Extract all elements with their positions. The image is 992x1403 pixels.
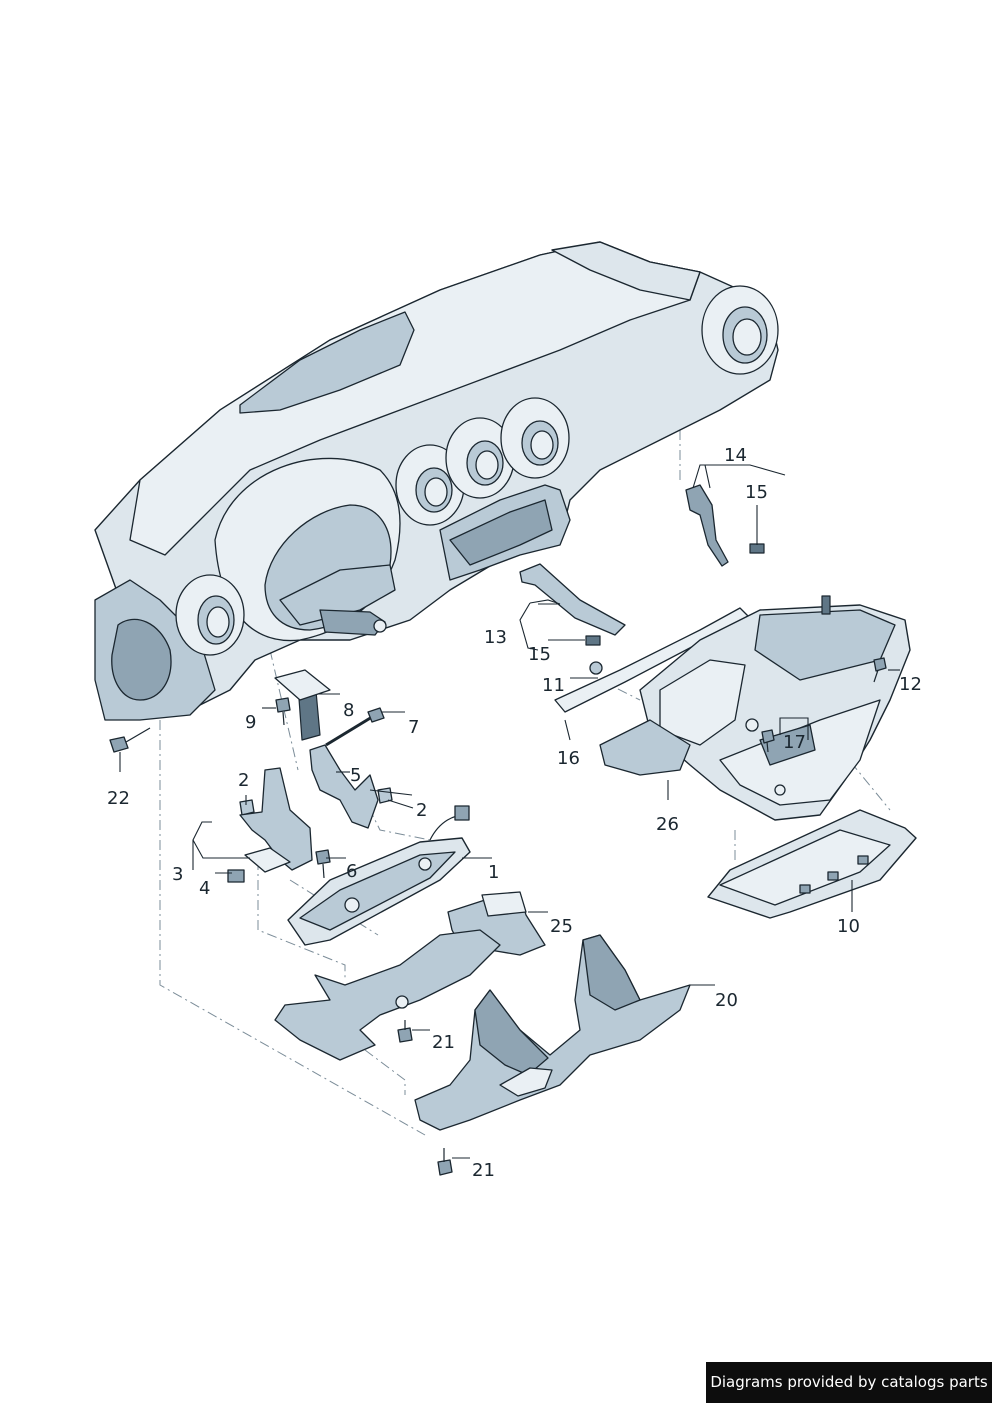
part-15-clip-upper	[749, 543, 765, 554]
vent-left-outer	[175, 574, 245, 656]
callout-20: 20	[715, 990, 738, 1011]
callout-5: 5	[350, 765, 361, 786]
callout-14: 14	[724, 445, 747, 466]
callout-21-upper: 21	[432, 1032, 455, 1053]
air-vents	[175, 285, 779, 656]
callout-6: 6	[346, 861, 357, 882]
part-17-screw	[761, 729, 775, 753]
callout-25: 25	[550, 916, 573, 937]
callout-4: 4	[199, 878, 210, 899]
callout-17: 17	[783, 732, 806, 753]
part-13-bracket	[519, 563, 626, 646]
callout-21-lower: 21	[472, 1160, 495, 1181]
part-7-bolt	[325, 707, 385, 747]
part-22-screw	[109, 727, 151, 753]
catalog-credit-badge: Diagrams provided by catalogs parts	[706, 1362, 992, 1403]
callout-7: 7	[408, 717, 419, 738]
callout-10: 10	[837, 916, 860, 937]
callout-labels: 1 2 2 2 3 4 5 6 7 8 9 10 11 12 13 14 15 …	[107, 445, 922, 1181]
vent-center-2	[445, 417, 515, 499]
lower-carrier	[274, 929, 501, 1061]
part-11-nut	[589, 661, 603, 675]
callout-1: 1	[488, 862, 499, 883]
part-21-screw-upper	[397, 1020, 413, 1043]
callout-15-lower: 15	[528, 644, 551, 665]
callout-26: 26	[656, 814, 679, 835]
callout-3: 3	[172, 864, 183, 885]
part-8-bracket	[274, 669, 331, 741]
part-14-bracket	[685, 484, 729, 567]
cluster-wiring	[279, 564, 396, 636]
part-12-screw	[873, 657, 887, 683]
callout-2: 2	[416, 800, 427, 821]
vent-right-outer	[701, 285, 779, 375]
part-26-glovebox-housing	[599, 595, 911, 821]
callout-16: 16	[557, 748, 580, 769]
part-5-bracket	[309, 744, 379, 829]
vent-center-3	[500, 397, 570, 479]
part-4-clip	[227, 869, 245, 883]
part-2-nut-left	[239, 799, 255, 816]
part-10-glovebox-lid	[707, 809, 917, 919]
callout-13: 13	[484, 627, 507, 648]
callout-8: 8	[343, 700, 354, 721]
callout-2: 2	[238, 770, 249, 791]
part-20-lower-trim	[414, 934, 691, 1131]
part-3-bracket	[239, 767, 313, 873]
callout-22: 22	[107, 788, 130, 809]
part-9-screw	[275, 697, 291, 726]
leader-lines	[119, 464, 900, 1159]
part-21-screw-lower	[437, 1148, 453, 1176]
callout-15-upper: 15	[745, 482, 768, 503]
callout-11: 11	[542, 675, 565, 696]
callout-9: 9	[245, 712, 256, 733]
part-6-screw	[315, 849, 331, 879]
part-1-knee-airbag	[287, 805, 471, 946]
callout-12: 12	[899, 674, 922, 695]
